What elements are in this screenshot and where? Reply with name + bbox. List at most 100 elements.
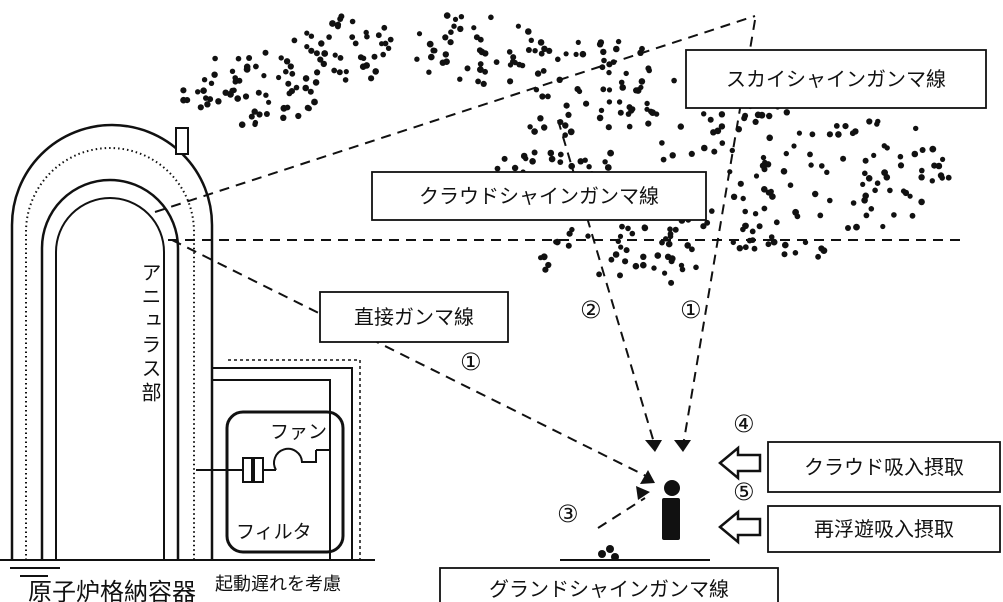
cloud-particle: [261, 73, 267, 79]
cloud-particle: [638, 78, 646, 85]
cloud-particle: [659, 239, 665, 246]
cloud-particle: [382, 40, 389, 47]
cloud-particle: [872, 187, 878, 194]
cloud-particle: [537, 39, 545, 46]
cloud-particle: [568, 162, 575, 170]
cloud-particle: [291, 37, 298, 44]
cloudshine-label: クラウドシャインガンマ線: [419, 184, 659, 208]
cloud-particle: [538, 50, 545, 57]
cloud-particle: [826, 131, 834, 138]
cloud-particle: [616, 99, 623, 105]
cloud-inhalation-arrow-icon: [718, 445, 762, 481]
person-icon: [662, 480, 680, 540]
cloud-particle: [555, 56, 561, 63]
cloud-particle: [623, 70, 629, 77]
cloud-particle: [287, 63, 294, 70]
cloud-particle: [426, 69, 432, 75]
fan-label: ファン: [270, 421, 327, 443]
cloud-particle: [246, 55, 253, 61]
cloud-particle: [665, 240, 673, 248]
cloud-particle: [792, 208, 799, 216]
cloud-particle: [640, 253, 647, 260]
cloud-particle: [329, 20, 336, 27]
cloud-particle: [414, 56, 420, 62]
cloud-particle: [644, 100, 650, 107]
cloud-particle: [545, 93, 551, 100]
cloud-particle: [476, 47, 483, 54]
cloud-particle: [945, 174, 952, 181]
cloud-particle: [368, 75, 375, 82]
cloud-particle: [752, 118, 759, 125]
cloud-particle: [600, 86, 607, 93]
cloud-particle: [819, 163, 825, 169]
cloud-particle: [887, 187, 893, 194]
cloud-particle: [907, 193, 913, 199]
cloud-particle: [232, 78, 239, 85]
cloud-particle: [600, 48, 607, 56]
cloud-particle: [842, 123, 849, 130]
cloud-particle: [760, 154, 767, 161]
cloud-inhalation-label: クラウド吸入摂取: [804, 455, 964, 479]
cloud-particle: [634, 87, 642, 94]
cloud-particle: [714, 127, 722, 135]
cloud-particle: [608, 256, 615, 263]
cloud-particle: [311, 98, 318, 106]
cloud-particle: [579, 50, 587, 58]
cloud-particle: [654, 252, 662, 259]
cloud-particle: [598, 107, 605, 114]
cloud-particle: [525, 47, 532, 53]
cloud-particle: [511, 164, 519, 172]
cloud-particle: [532, 48, 538, 54]
cloud-particle: [827, 197, 833, 204]
cloud-particle: [349, 34, 356, 40]
cloud-particle: [343, 69, 349, 75]
containment-vessel: [10, 123, 361, 560]
cloud-particle: [278, 55, 284, 61]
cloud-particle: [501, 155, 508, 162]
cloud-particle: [684, 242, 691, 249]
cloud-particle: [372, 68, 380, 75]
cloud-particle: [902, 189, 910, 197]
cloud-particle: [575, 39, 581, 46]
cloud-particle: [201, 77, 208, 83]
cloud-particle: [626, 123, 633, 130]
cloud-particle: [820, 247, 828, 255]
ground-deposits: [598, 545, 619, 561]
cloud-particle: [651, 265, 657, 271]
cloud-particle: [234, 95, 241, 102]
cloud-particle: [448, 29, 454, 35]
cloud-particle: [534, 70, 542, 77]
cloud-particle: [601, 57, 607, 64]
cloud-particle: [909, 212, 916, 219]
cloud-particle: [730, 193, 738, 200]
cloud-particle: [222, 89, 229, 96]
cloud-particle: [756, 223, 763, 230]
cloud-particle: [667, 226, 673, 232]
cloud-particle: [293, 84, 300, 91]
cloud-particle: [248, 113, 255, 120]
arrow-heads: [636, 440, 691, 500]
cloud-particle: [229, 87, 236, 94]
cloud-particle: [625, 225, 631, 232]
direct-gamma-label: 直接ガンマ線: [354, 305, 474, 329]
cloud-particle: [494, 165, 501, 172]
filter-label: フィルタ: [236, 521, 312, 543]
groundshine-path: [597, 497, 646, 529]
cloud-particle: [565, 111, 572, 118]
cloud-upper-boundary: [154, 15, 756, 213]
cloud-particle: [766, 112, 773, 120]
cloud-particle: [807, 151, 813, 158]
cloud-particle: [802, 239, 809, 246]
cloud-particle: [380, 51, 387, 58]
cloud-particle: [482, 50, 489, 57]
cloud-particle: [874, 180, 881, 186]
cloud-particle: [442, 34, 449, 41]
cloud-particle: [597, 39, 605, 46]
cloud-particle: [707, 116, 714, 123]
cloud-particle: [759, 162, 767, 169]
cloudshine-box: [371, 171, 707, 221]
cloud-particle: [662, 270, 668, 276]
cloud-particle: [761, 205, 768, 212]
cloud-particle: [318, 40, 325, 47]
cloud-particle: [557, 151, 564, 158]
